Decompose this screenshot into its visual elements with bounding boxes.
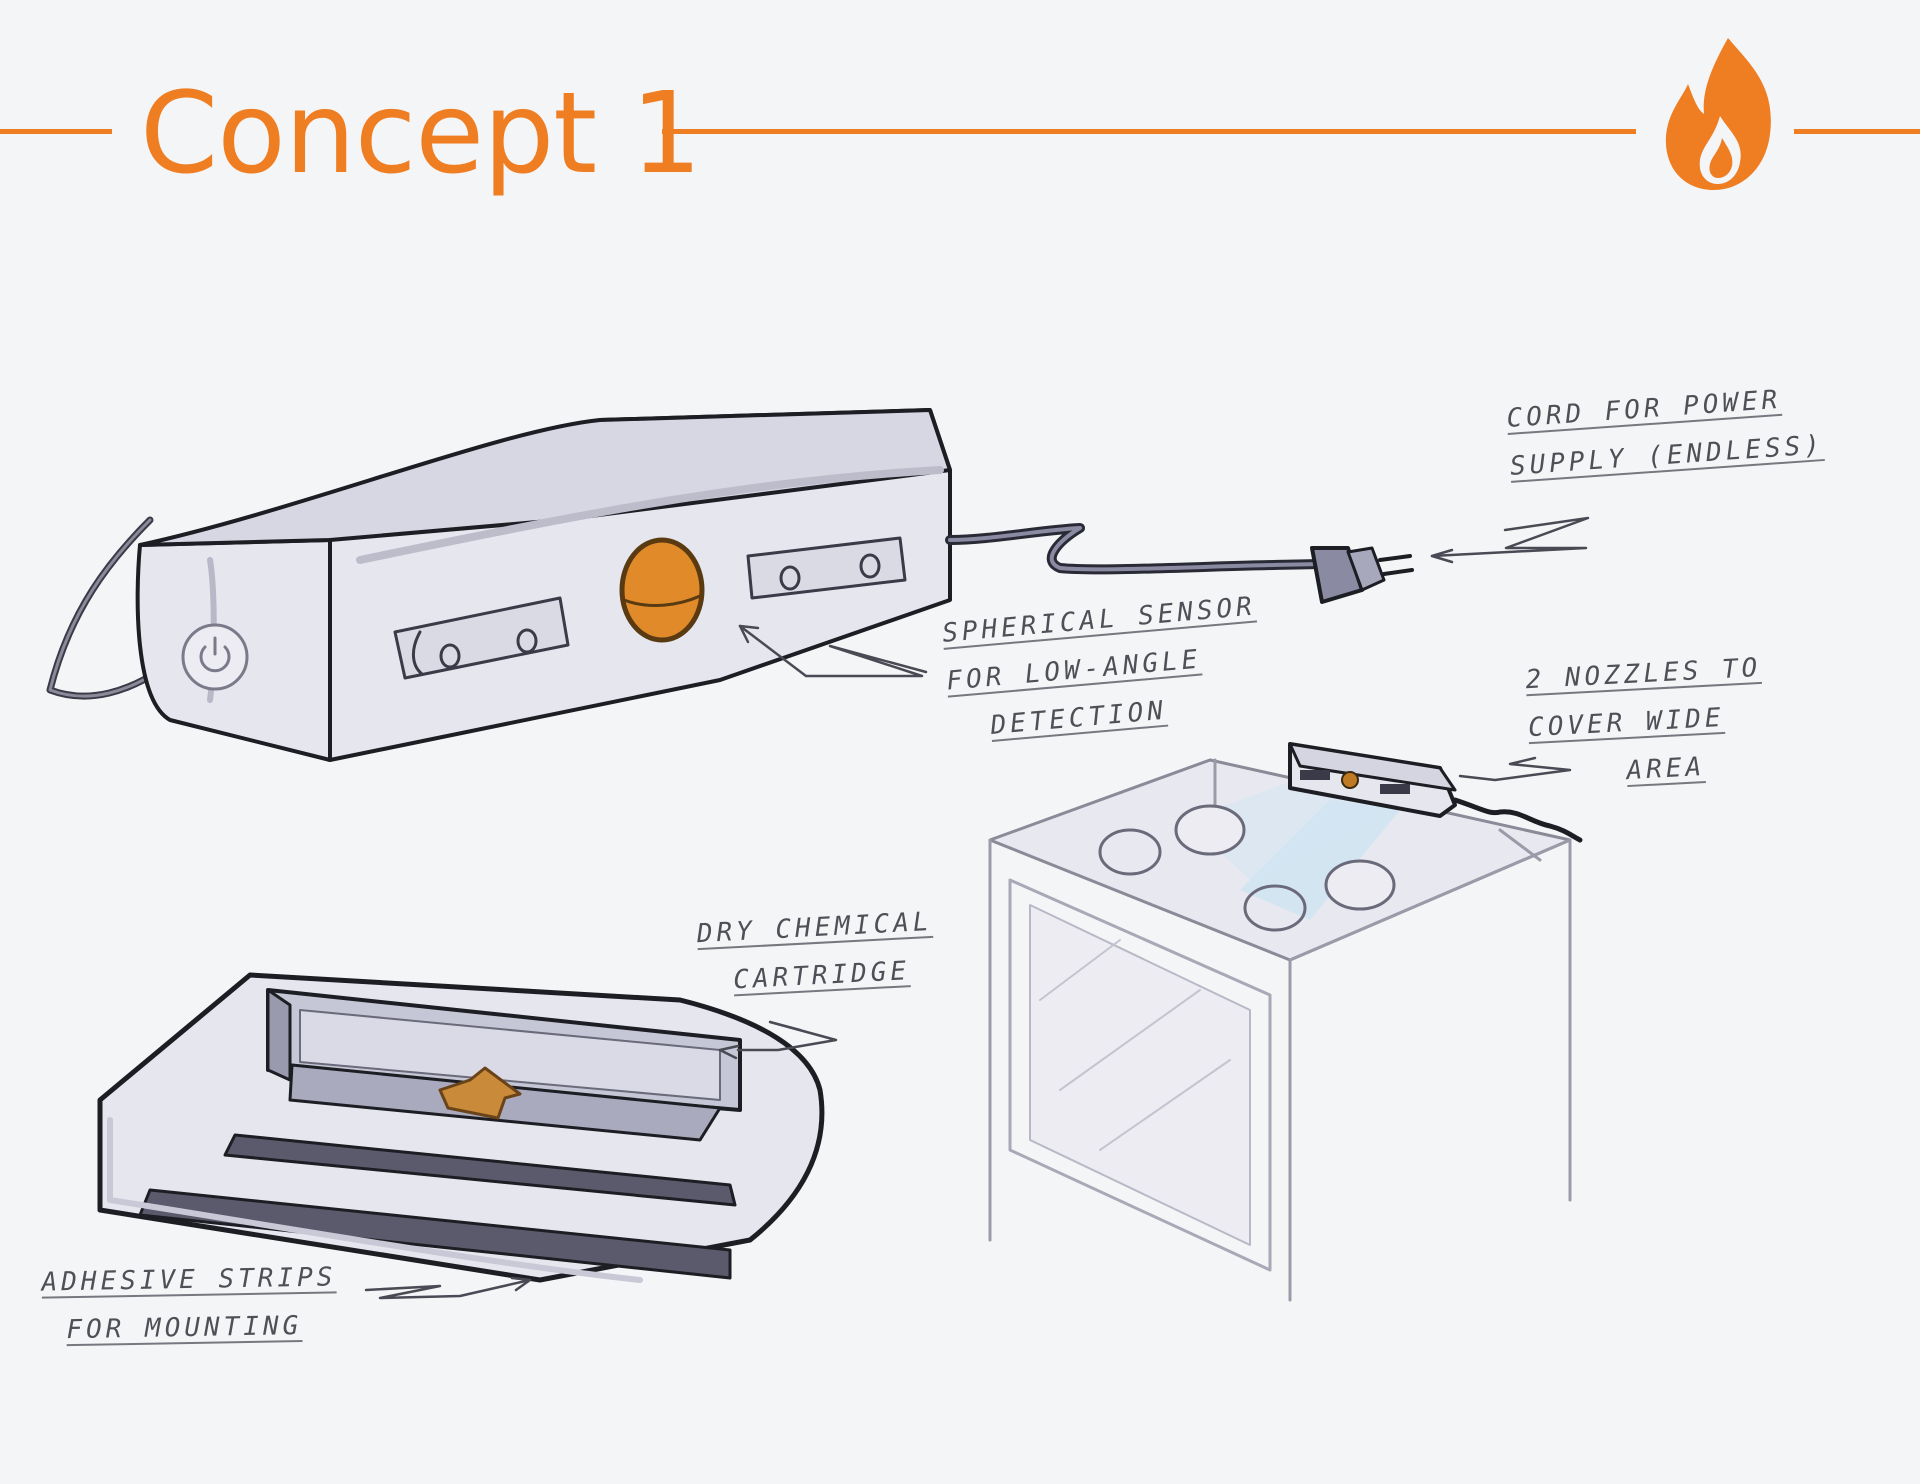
page-title: Concept 1 [140,69,702,199]
leader-lines [364,516,1590,1300]
flame-icon [1665,38,1771,190]
annotation-adhesive-line-1: ADHESIVE STRIPS [41,1262,337,1298]
title-rule-left [0,129,112,134]
device-main-unit [46,408,1414,762]
annotation-nozzles: 2 NOZZLES TO COVER WIDE AREA [1524,644,1767,800]
device-cartridge-view [97,972,825,1283]
annotation-adhesive-line-2: FOR MOUNTING [66,1311,303,1346]
title-rule-middle [662,129,1636,134]
annotation-sensor: SPHERICAL SENSOR FOR LOW-ANGLE DETECTION [940,583,1266,754]
stove-scene [988,742,1583,1302]
annotation-nozzles-line-3: AREA [1625,752,1706,787]
title-rule-right [1794,129,1920,134]
annotation-cartridge: DRY CHEMICAL CARTRIDGE [696,898,937,1006]
annotation-adhesive: ADHESIVE STRIPS FOR MOUNTING [41,1253,337,1354]
